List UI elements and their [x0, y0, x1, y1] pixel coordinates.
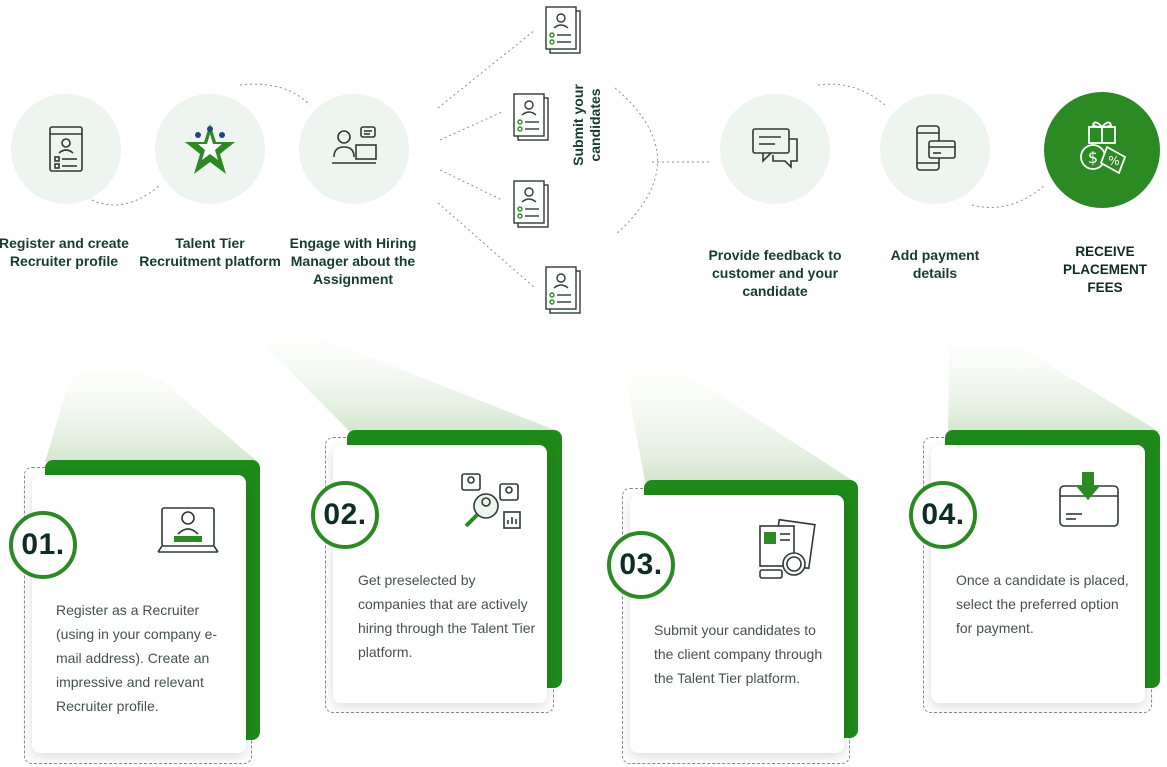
laptop-profile-icon: [157, 507, 219, 553]
step-circle-feedback: [720, 94, 830, 204]
submit-candidates-label: Submit your candidates: [570, 70, 610, 180]
candidate-document-icon: [545, 6, 581, 54]
card-03: [630, 495, 844, 753]
money-gift-icon: $ %: [1080, 121, 1127, 175]
card-01-text: Register as a Recruiter (using in your c…: [56, 602, 218, 714]
connector-doc-1: [437, 29, 536, 109]
step-label-register: Register and create Recruiter profile: [0, 235, 129, 269]
connector-doc-2: [439, 111, 503, 141]
step-label-receive: RECEIVE PLACEMENT FEES: [1063, 244, 1147, 295]
step-circle-register: [11, 94, 121, 204]
card-download-payment-icon: [1059, 472, 1119, 527]
candidate-document-icon: [545, 266, 581, 314]
connector-submit-arc: [614, 87, 658, 236]
step-label-talent-tier: Talent Tier Recruitment platform: [139, 235, 281, 269]
connector-1-2: [91, 184, 161, 206]
card-04: [931, 445, 1145, 703]
connector-payment-receive: [971, 184, 1046, 208]
card-02-number: 02.: [311, 481, 379, 549]
mobile-card-payment-icon: [916, 125, 956, 171]
beam-3: [620, 345, 855, 482]
submit-label-line1: Submit your: [570, 84, 586, 166]
card-04-number: 04.: [909, 481, 977, 549]
svg-text:$: $: [1088, 148, 1098, 167]
search-candidates-icon: [461, 473, 521, 529]
beam-1: [45, 345, 258, 462]
hiring-manager-icon: [332, 126, 377, 164]
step-circle-receive: $ %: [1044, 92, 1160, 208]
candidate-document-icon: [513, 180, 549, 228]
step-circle-engage: [299, 94, 409, 204]
beam-2: [235, 315, 560, 432]
step-label-feedback: Provide feedback to customer and your ca…: [708, 247, 842, 299]
star-logo-icon: [185, 124, 235, 174]
connector-doc-4: [437, 202, 536, 289]
card-04-text: Once a candidate is placed, select the p…: [956, 572, 1129, 636]
svg-text:%: %: [1108, 154, 1119, 168]
card-02-text: Get preselected by companies that are ac…: [358, 572, 536, 660]
chat-feedback-icon: [752, 128, 798, 169]
connector-doc-3: [439, 169, 503, 201]
connector-feedback-payment: [817, 83, 886, 106]
candidate-document-icon: [513, 93, 549, 141]
step-circle-payment: [880, 94, 990, 204]
submit-profiles-icon: [759, 518, 816, 579]
step-label-payment: Add payment details: [890, 247, 980, 281]
card-03-number: 03.: [607, 531, 675, 599]
connector-2-3: [239, 83, 311, 106]
card-01-number: 01.: [9, 511, 77, 579]
beam-4: [948, 320, 1160, 432]
submit-label-line2: candidates: [587, 88, 603, 162]
step-circle-talent-tier: [155, 94, 265, 204]
profile-form-icon: [49, 126, 83, 172]
step-label-engage: Engage with Hiring Manager about the Ass…: [289, 235, 417, 287]
card-03-text: Submit your candidates to the client com…: [654, 622, 823, 686]
